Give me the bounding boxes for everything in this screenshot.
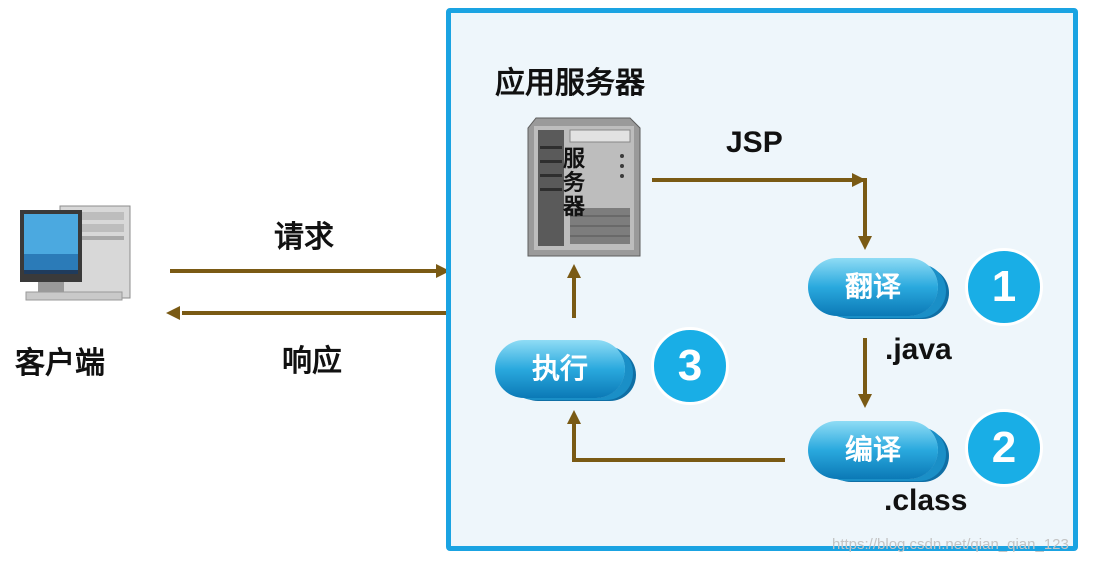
jsp-arrow	[652, 178, 867, 240]
jsp-arrowhead	[858, 236, 872, 250]
response-label: 响应	[282, 344, 342, 379]
translate-step: 翻译	[808, 258, 938, 316]
step-1-badge: 1	[965, 248, 1043, 326]
request-response-arrows	[166, 264, 450, 320]
execute-to-server-arrowhead	[567, 264, 581, 278]
step-3-badge: 3	[651, 327, 729, 405]
step-2-badge: 2	[965, 409, 1043, 487]
request-label: 请求	[274, 220, 334, 255]
client-label: 客户端	[15, 346, 105, 381]
server-tower-label: 服务器	[563, 147, 586, 220]
response-arrowhead	[166, 306, 180, 320]
java-arrowhead	[858, 394, 872, 408]
flow-arrows	[567, 173, 872, 462]
compile-to-execute-arrowhead	[567, 410, 581, 424]
jsp-label: JSP	[726, 126, 783, 159]
watermark: https://blog.csdn.net/qian_qian_123	[832, 536, 1069, 553]
compile-to-execute-arrow	[572, 422, 785, 462]
execute-step: 执行	[495, 340, 625, 398]
server-title: 应用服务器	[495, 66, 645, 101]
server-tower-icon	[524, 116, 642, 258]
request-arrowhead	[436, 264, 450, 278]
client-computer-icon	[18, 200, 136, 310]
java-label: .java	[885, 333, 952, 366]
compile-step: 编译	[808, 421, 938, 479]
class-label: .class	[884, 484, 968, 517]
